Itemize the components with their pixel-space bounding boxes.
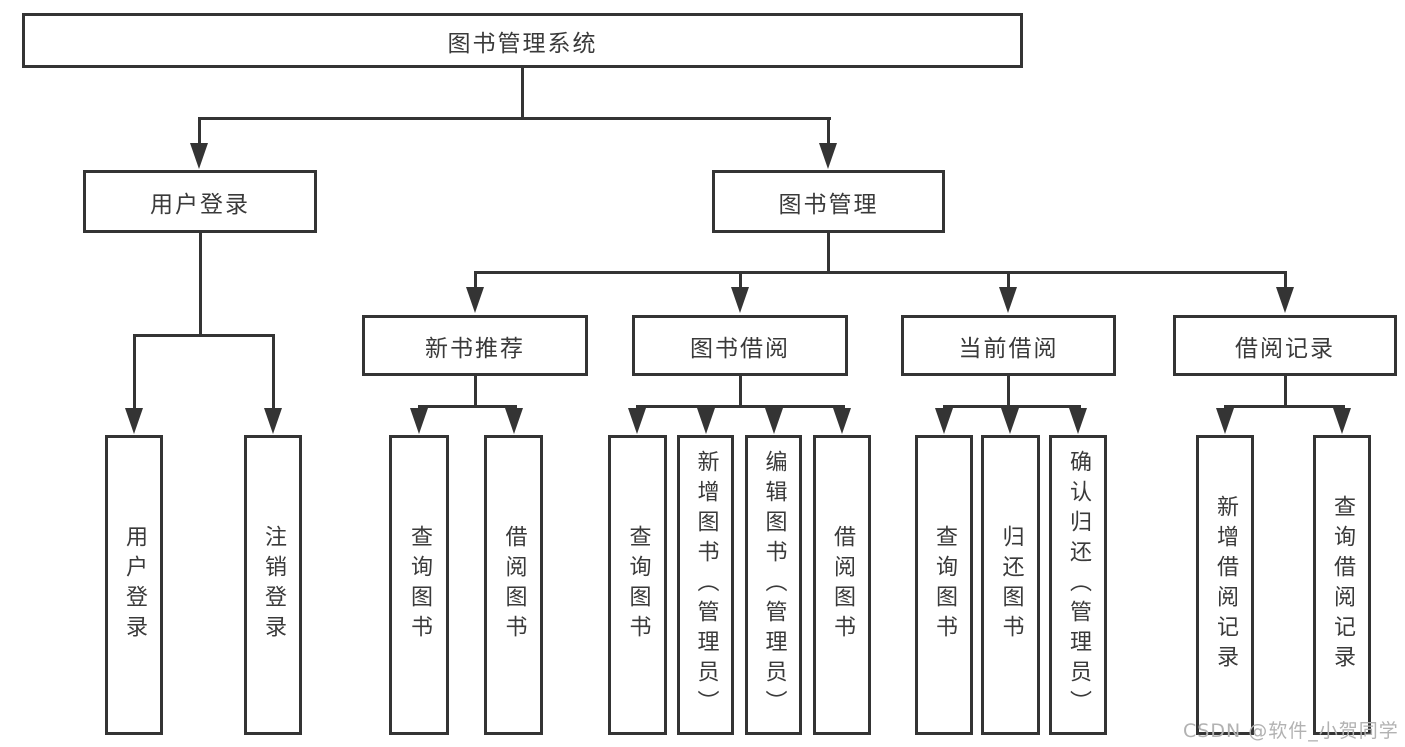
connector-line — [474, 376, 477, 408]
arrowhead-icon — [935, 408, 953, 434]
leaf-borrowing-query-books: 查询图书 — [608, 435, 667, 735]
connector-line — [739, 271, 742, 289]
connector-line — [827, 117, 830, 145]
arrowhead-icon — [999, 287, 1017, 313]
node-user-login: 用户登录 — [83, 170, 317, 233]
leaf-borrowing-edit-books-admin: 编辑图书（管理员） — [745, 435, 802, 735]
connector-line — [1224, 405, 1345, 408]
node-book-management: 图书管理 — [712, 170, 945, 233]
leaf-newbook-query-books: 查询图书 — [389, 435, 449, 735]
connector-line — [943, 405, 1081, 408]
connector-line — [1007, 376, 1010, 408]
leaf-current-confirm-return-admin: 确认归还（管理员） — [1049, 435, 1107, 735]
arrowhead-icon — [125, 408, 143, 434]
arrowhead-icon — [466, 287, 484, 313]
node-borrowing-records: 借阅记录 — [1173, 315, 1397, 376]
connector-line — [198, 117, 831, 120]
connector-line — [133, 334, 136, 410]
leaf-current-query-books: 查询图书 — [915, 435, 973, 735]
leaf-logout: 注销登录 — [244, 435, 302, 735]
leaf-current-return-books: 归还图书 — [981, 435, 1040, 735]
connector-line — [272, 334, 275, 410]
leaf-records-add-record: 新增借阅记录 — [1196, 435, 1254, 735]
connector-line — [198, 117, 201, 145]
leaf-borrowing-add-books-admin: 新增图书（管理员） — [677, 435, 734, 735]
connector-line — [474, 271, 477, 289]
arrowhead-icon — [410, 408, 428, 434]
connector-line — [521, 68, 524, 119]
arrowhead-icon — [264, 408, 282, 434]
connector-line — [827, 233, 830, 274]
arrowhead-icon — [765, 408, 783, 434]
arrowhead-icon — [819, 143, 837, 169]
connector-line — [636, 405, 845, 408]
node-book-borrowing: 图书借阅 — [632, 315, 848, 376]
arrowhead-icon — [1216, 408, 1234, 434]
leaf-user-login: 用户登录 — [105, 435, 163, 735]
node-new-book-recommend: 新书推荐 — [362, 315, 588, 376]
connector-line — [1007, 271, 1010, 289]
connector-line — [199, 233, 202, 337]
arrowhead-icon — [1333, 408, 1351, 434]
arrowhead-icon — [190, 143, 208, 169]
csdn-watermark: CSDN @软件_小贺同学 — [1183, 720, 1399, 742]
arrowhead-icon — [731, 287, 749, 313]
arrowhead-icon — [1001, 408, 1019, 434]
node-book-management-system: 图书管理系统 — [22, 13, 1023, 68]
connector-line — [418, 405, 517, 408]
connector-line — [1284, 271, 1287, 289]
leaf-borrowing-borrow-books: 借阅图书 — [813, 435, 871, 735]
leaf-newbook-borrow-books: 借阅图书 — [484, 435, 543, 735]
arrowhead-icon — [1069, 408, 1087, 434]
arrowhead-icon — [505, 408, 523, 434]
connector-line — [133, 334, 275, 337]
arrowhead-icon — [833, 408, 851, 434]
connector-line — [739, 376, 742, 408]
leaf-records-query-record: 查询借阅记录 — [1313, 435, 1371, 735]
arrowhead-icon — [628, 408, 646, 434]
arrowhead-icon — [697, 408, 715, 434]
connector-line — [474, 271, 1287, 274]
node-current-borrowing: 当前借阅 — [901, 315, 1116, 376]
arrowhead-icon — [1276, 287, 1294, 313]
connector-line — [1284, 376, 1287, 408]
